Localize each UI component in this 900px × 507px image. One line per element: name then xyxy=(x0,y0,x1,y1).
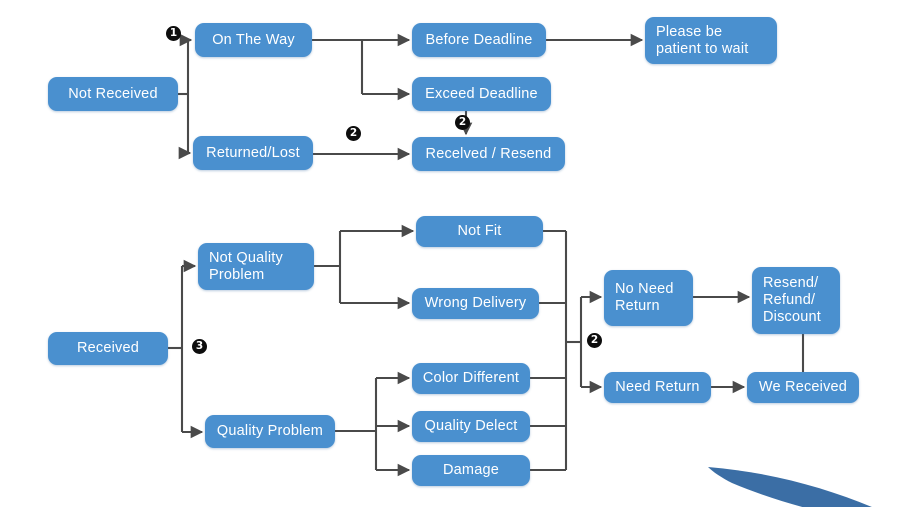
node-wrong-delivery[interactable]: Wrong Delivery xyxy=(412,288,539,319)
node-color-different[interactable]: Color Different xyxy=(412,363,530,394)
node-quality-delect[interactable]: Quality Delect xyxy=(412,411,530,442)
step-marker-2: 2 xyxy=(455,115,470,130)
node-exceed-deadline[interactable]: Exceed Deadline xyxy=(412,77,551,111)
node-not-quality[interactable]: Not Quality Problem xyxy=(198,243,314,290)
step-marker-3: 3 xyxy=(192,339,207,354)
node-before-deadline[interactable]: Before Deadline xyxy=(412,23,546,57)
step-marker-2: 2 xyxy=(587,333,602,348)
node-quality-problem[interactable]: Quality Problem xyxy=(205,415,335,448)
node-damage[interactable]: Damage xyxy=(412,455,530,486)
node-received[interactable]: Received xyxy=(48,332,168,365)
node-returned-lost[interactable]: Returned/Lost xyxy=(193,136,313,170)
node-recelved-resend[interactable]: Recelved / Resend xyxy=(412,137,565,171)
node-not-received[interactable]: Not Received xyxy=(48,77,178,111)
node-no-need-return[interactable]: No Need Return xyxy=(604,270,693,326)
node-on-the-way[interactable]: On The Way xyxy=(195,23,312,57)
node-need-return[interactable]: Need Return xyxy=(604,372,711,403)
step-marker-2: 2 xyxy=(346,126,361,141)
node-we-received[interactable]: We Received xyxy=(747,372,859,403)
node-please-be-patient[interactable]: Please be patient to wait xyxy=(645,17,777,64)
step-marker-1: 1 xyxy=(166,26,181,41)
node-resend-refund[interactable]: Resend/ Refund/ Discount xyxy=(752,267,840,334)
node-not-fit[interactable]: Not Fit xyxy=(416,216,543,247)
